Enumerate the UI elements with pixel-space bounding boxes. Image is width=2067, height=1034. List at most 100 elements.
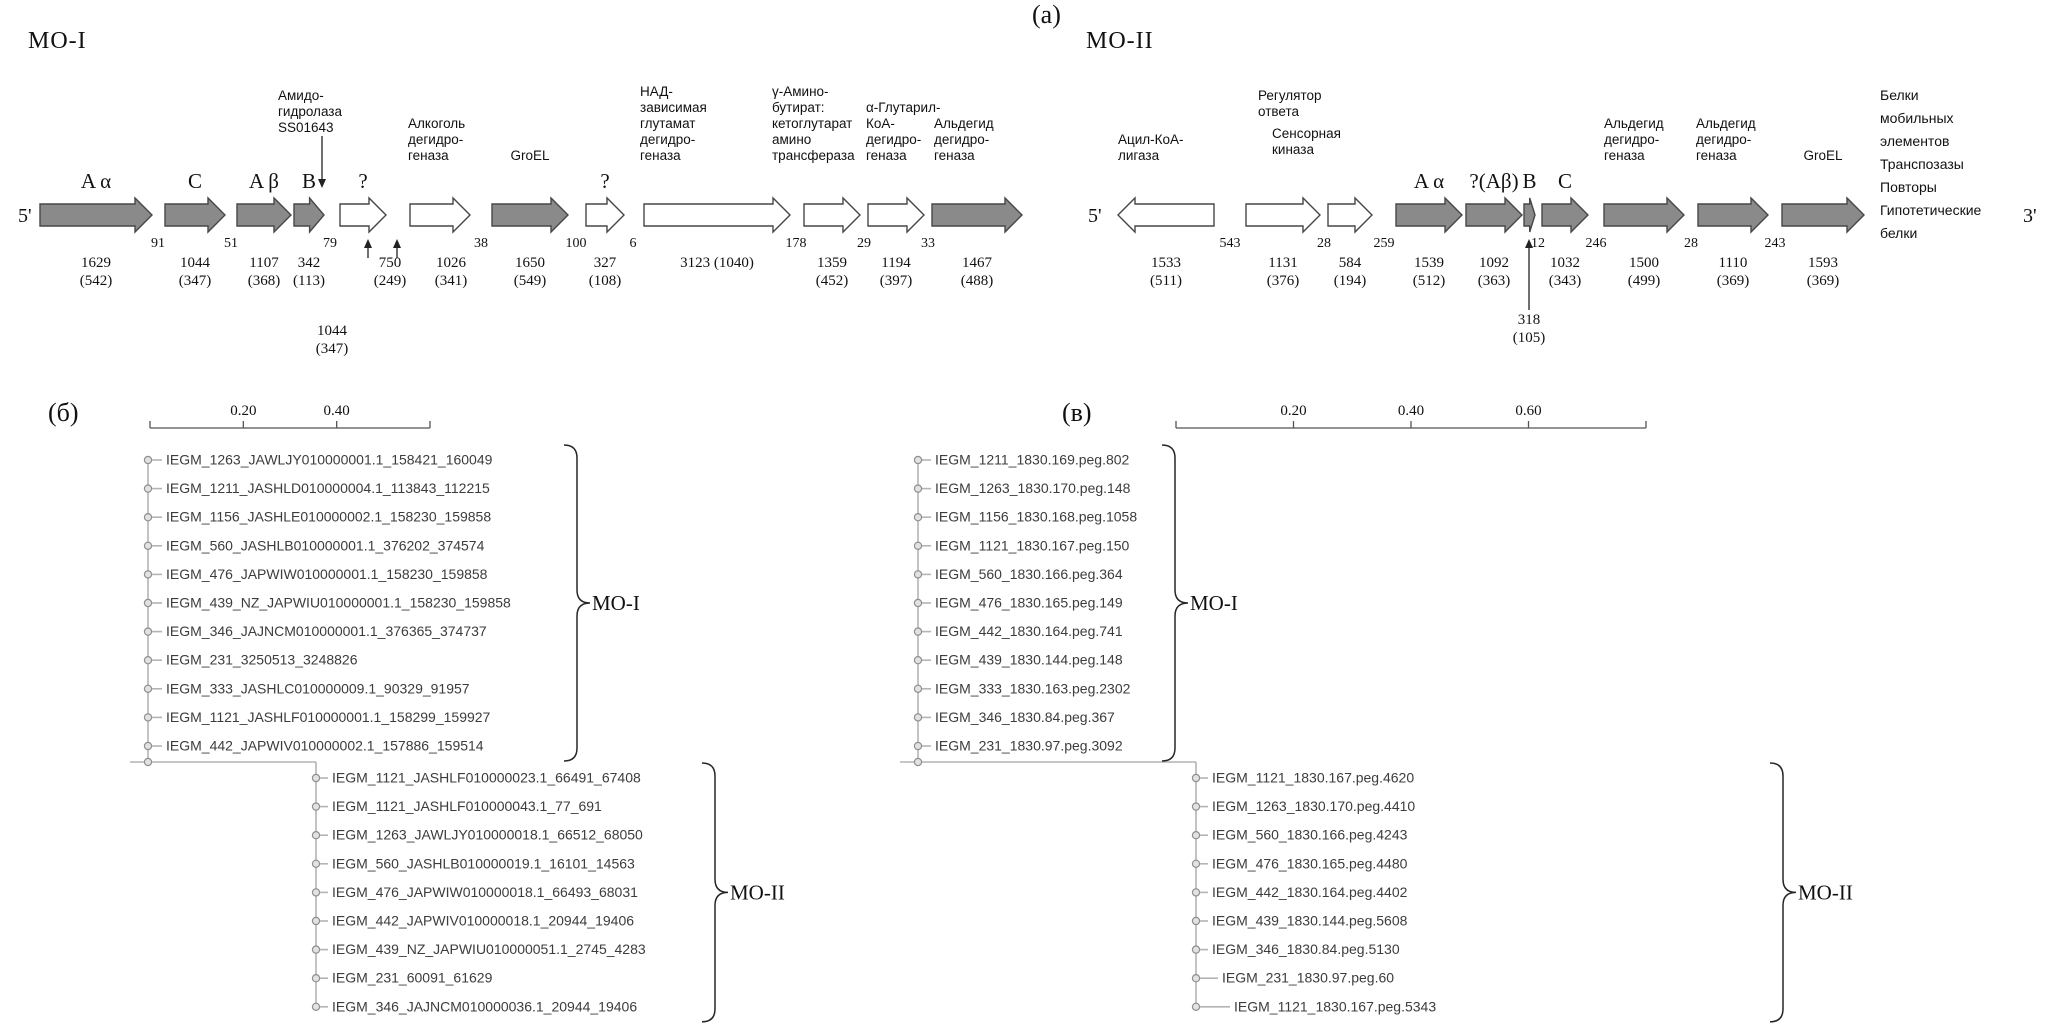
- tree-node: [143, 757, 153, 767]
- gene-length: 1650: [515, 255, 545, 271]
- taxon-label: IEGM_1211_JASHLD010000004.1_113843_11221…: [166, 480, 490, 496]
- mobile-elements-text: Белки: [1880, 87, 1919, 103]
- mobile-elements-text: Повторы: [1880, 179, 1937, 195]
- gene-letter: ?(Aβ): [1469, 169, 1518, 193]
- tree-node: [143, 713, 153, 722]
- taxon-label: IEGM_442_JAPWIV010000002.1_157886_159514: [166, 738, 484, 754]
- tree-node: [1191, 1002, 1201, 1012]
- gene-length: 3123 (1040): [680, 255, 754, 271]
- gene-annotation: дегидро-: [640, 132, 695, 147]
- taxon-label: IEGM_333_1830.163.peg.2302: [935, 680, 1131, 696]
- tree-node: [1191, 945, 1201, 954]
- gene-length: (343): [1549, 273, 1582, 289]
- clade-label: MO-I: [592, 591, 640, 615]
- taxon-label: IEGM_1121_JASHLF010000043.1_77_691: [332, 798, 602, 814]
- taxon-label: IEGM_1211_1830.169.peg.802: [935, 452, 1130, 468]
- tree-node: [913, 570, 923, 579]
- intergenic-distance: 259: [1374, 236, 1395, 251]
- gene-arrow: [39, 196, 153, 234]
- taxon-label: IEGM_476_JAPWIW010000001.1_158230_159858: [166, 566, 488, 582]
- taxon-label: IEGM_1121_1830.167.peg.4620: [1212, 770, 1414, 786]
- gene-letter: ?: [358, 169, 367, 193]
- gene-annotation: геназа: [934, 148, 975, 163]
- gene-arrow: [1117, 196, 1215, 234]
- taxon-label: IEGM_439_1830.144.peg.148: [935, 652, 1123, 668]
- gene-length: 1539: [1414, 255, 1444, 271]
- taxon-label: IEGM_1156_1830.168.peg.1058: [935, 509, 1137, 525]
- tree-node: [913, 598, 923, 608]
- gene-letter: B: [302, 169, 316, 193]
- taxon-label: IEGM_560_1830.166.peg.4243: [1212, 827, 1408, 843]
- mobile-elements-text: белки: [1880, 225, 1917, 241]
- intergenic-distance: 29: [857, 236, 871, 251]
- taxon-label: IEGM_346_1830.84.peg.367: [935, 709, 1115, 725]
- gene-annotation: дегидро-: [934, 132, 989, 147]
- scale-label: 0.40: [1398, 403, 1424, 419]
- gene-length: 1026: [436, 255, 467, 271]
- taxon-label: IEGM_476_1830.165.peg.149: [935, 595, 1123, 611]
- tree-node: [143, 684, 153, 693]
- taxon-label: IEGM_442_JAPWIV010000018.1_20944_19406: [332, 913, 634, 929]
- gene-annotation: глутамат: [640, 116, 695, 131]
- tree-node: [311, 773, 321, 783]
- operon2-svg: 5'1533(511)1131(376)584(194)A α1539(512)…: [1088, 87, 2037, 346]
- gene-annotation: дегидро-: [408, 132, 463, 147]
- tree-node: [913, 484, 923, 493]
- gene-letter: B: [1522, 169, 1536, 193]
- gene-annotation: ответа: [1258, 104, 1300, 119]
- tree-node: [913, 741, 923, 751]
- arrow-head: [318, 179, 326, 188]
- gene-letter: A α: [81, 169, 111, 193]
- clade-bracket: [1769, 762, 1797, 1023]
- panel-b-label: (б): [48, 398, 79, 427]
- clade-bracket: [701, 762, 729, 1023]
- tree-node: [143, 627, 153, 636]
- clade-bracket: [563, 444, 591, 762]
- gene-annotation: Амидо-: [278, 88, 324, 103]
- gene-annotation: Регулятор: [1258, 88, 1322, 103]
- scale-label: 0.20: [230, 403, 256, 419]
- gene-arrow: [1781, 196, 1865, 234]
- taxon-label: IEGM_346_JAJNCM010000001.1_376365_374737: [166, 623, 487, 639]
- tree-node: [311, 945, 321, 954]
- tree-node: [311, 831, 321, 840]
- gene-annotation: Сенсорная: [1272, 126, 1341, 141]
- clade-bracket: [1161, 444, 1189, 762]
- gene-length: (369): [1807, 273, 1840, 289]
- gene-length: (249): [374, 273, 407, 289]
- tree-node: [143, 741, 153, 751]
- gene-annotation: трансфераза: [772, 148, 855, 163]
- gene-length: (452): [816, 273, 849, 289]
- gene-length: (511): [1150, 273, 1182, 289]
- gene-length: 1032: [1550, 255, 1580, 271]
- gene-length: 327: [594, 255, 617, 271]
- gene-annotation: дегидро-: [1604, 132, 1659, 147]
- taxon-label: IEGM_231_60091_61629: [332, 970, 493, 986]
- tree-node: [143, 484, 153, 493]
- gene-arrow: [803, 196, 861, 234]
- taxon-label: IEGM_231_3250513_3248826: [166, 652, 358, 668]
- tree-node: [1191, 974, 1201, 983]
- taxon-label: IEGM_1263_1830.170.peg.4410: [1212, 798, 1415, 814]
- taxon-label: IEGM_1156_JASHLE010000002.1_158230_15985…: [166, 509, 491, 525]
- gene-annotation: дегидро-: [866, 132, 921, 147]
- gene-annotation: лигаза: [1118, 148, 1160, 163]
- gene-arrow: [1327, 196, 1373, 234]
- clade-label: MO-II: [730, 880, 785, 904]
- clade-label: MO-I: [1190, 591, 1238, 615]
- intergenic-distance: 246: [1586, 236, 1607, 251]
- gene-arrow: [1245, 196, 1321, 234]
- gene-annotation: Алкоголь: [408, 116, 465, 131]
- gene-length: (368): [248, 273, 281, 289]
- gene-length: 1194: [881, 255, 911, 271]
- gene-length: 1044: [317, 323, 348, 339]
- tree-node: [1191, 859, 1201, 868]
- gene-letter: A β: [249, 169, 279, 193]
- gene-annotation: кетоглутарат: [772, 116, 852, 131]
- taxon-label: IEGM_560_JASHLB010000001.1_376202_374574: [166, 537, 485, 553]
- gene-length: (549): [514, 273, 547, 289]
- tree-node: [1191, 916, 1201, 926]
- gene-letter: C: [1558, 169, 1572, 193]
- tree-node: [1191, 773, 1201, 783]
